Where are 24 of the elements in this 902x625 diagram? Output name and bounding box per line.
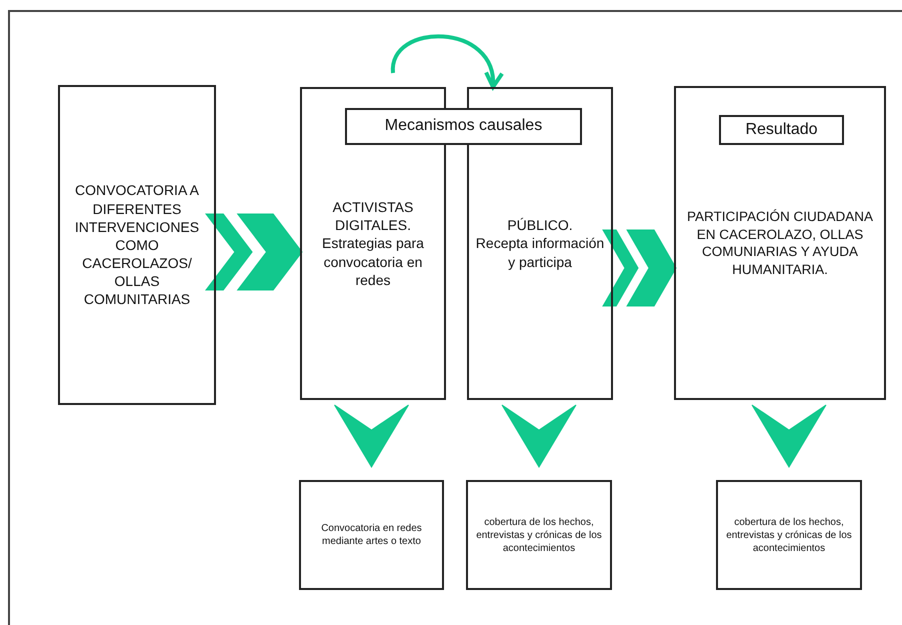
- process-box: [674, 86, 886, 400]
- chevron-arrow: [205, 214, 303, 290]
- box-text: Estrategias para convocatoria en redes: [321, 234, 425, 289]
- process-box: [58, 85, 216, 405]
- box-heading: PÚBLICO.: [506, 216, 574, 234]
- box-text: Resultado: [744, 120, 819, 140]
- down-arrow: [752, 404, 826, 468]
- box-heading: CONVOCATORIA A DIFERENTES INTERVENCIONES COMO CACEROLAZOS/ OLLAS COMUNITARIAS: [74, 181, 200, 309]
- box-heading: ACTIVISTAS DIGITALES.: [332, 198, 414, 234]
- box-text: cobertura de los hechos, entrevistas y crónicas de los acontecimientos: [725, 516, 853, 554]
- down-arrow: [334, 404, 409, 468]
- heading-box: [345, 108, 582, 145]
- box-text: Convocatoria en redes mediante artes o texto: [320, 522, 423, 548]
- note-box: [716, 480, 862, 590]
- note-box: [299, 480, 444, 590]
- box-text: cobertura de los hechos, entrevistas y crónicas de los acontecimientos: [475, 516, 603, 554]
- down-arrow: [502, 404, 576, 468]
- chevron-arrow: [602, 230, 677, 306]
- note-box: [466, 480, 612, 590]
- box-heading: PARTICIPACIÓN CIUDADANA EN CACEROLAZO, OLLAS COMUNIARIAS Y AYUDA HUMANITARIA.: [686, 208, 874, 278]
- box-text: Recepta información y participa: [474, 234, 606, 271]
- heading-box: [719, 115, 844, 145]
- curved-arrow: [391, 34, 502, 89]
- box-text: Mecanismos causales: [384, 116, 544, 136]
